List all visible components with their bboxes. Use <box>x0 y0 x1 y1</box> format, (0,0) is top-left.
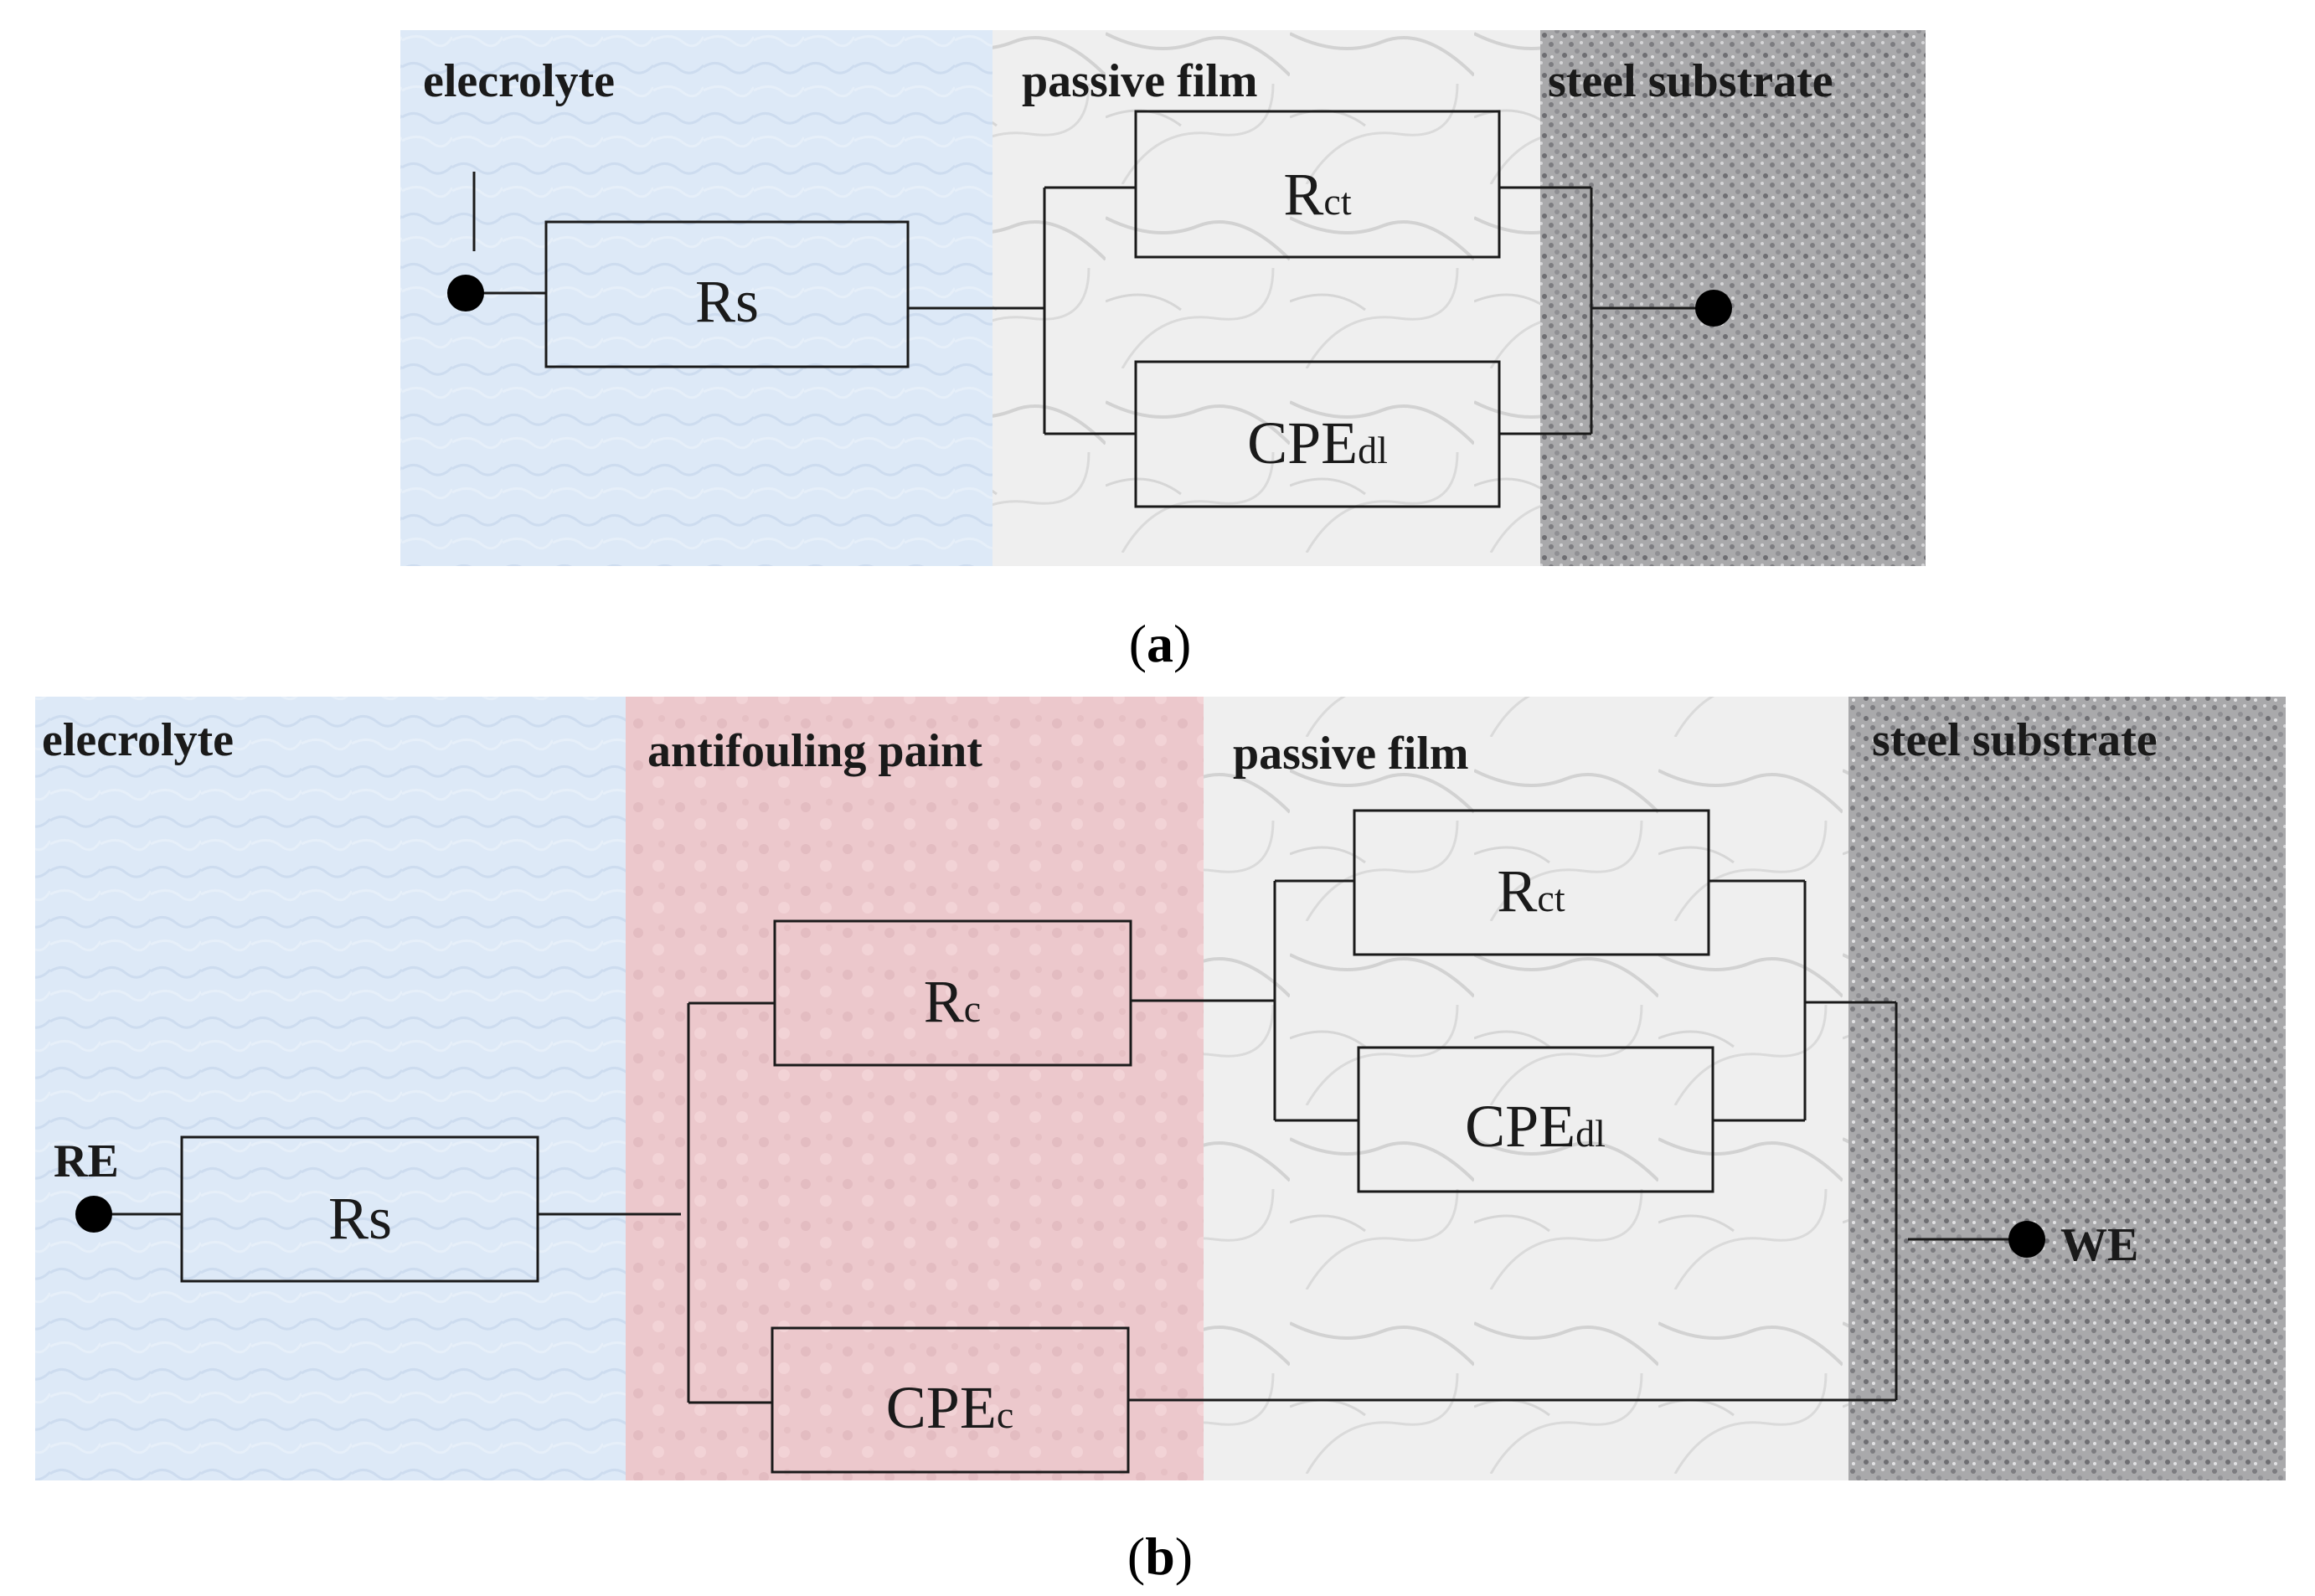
panel-b: elecrolyte antifouling paint passive fil… <box>35 697 2286 1586</box>
panel-b-rs-main: R <box>328 1185 369 1252</box>
svg-text:CPEdl: CPEdl <box>1247 409 1388 476</box>
panel-b-cpedl-sub: dl <box>1575 1112 1606 1155</box>
panel-b-we-label: WE <box>2060 1219 2138 1271</box>
panel-b-rct-sub: ct <box>1537 877 1565 919</box>
panel-b-cpec-main: CPE <box>886 1374 997 1441</box>
panel-b-cpedl-component: CPEdl <box>1357 1046 1714 1193</box>
panel-b-cpec-sub: c <box>997 1393 1013 1436</box>
panel-b-steel-substrate-region <box>1848 697 2286 1480</box>
svg-text:Rct: Rct <box>1497 857 1565 924</box>
svg-text:Rs: Rs <box>695 268 759 335</box>
panel-a-cpedl-sub: dl <box>1358 429 1388 471</box>
panel-a-steel-substrate-region <box>1540 30 1926 566</box>
panel-a-rct-sub: ct <box>1323 180 1351 223</box>
panel-b-we-node <box>2008 1221 2045 1258</box>
panel-b-passive-film-region <box>1204 697 1848 1480</box>
panel-b-re-label: RE <box>54 1135 119 1187</box>
svg-text:CPEdl: CPEdl <box>1465 1093 1606 1160</box>
panel-b-re-node <box>75 1196 112 1233</box>
panel-a-rs-component: Rs <box>544 220 910 368</box>
panel-a-rct-main: R <box>1283 161 1323 228</box>
panel-b-steel-substrate-label: steel substrate <box>1872 714 2158 766</box>
panel-a-rct-component: Rct <box>1134 110 1501 259</box>
panel-b-rs-component: Rs <box>180 1135 539 1283</box>
panel-b-rc-main: R <box>924 968 964 1035</box>
panel-b-caption: (b) <box>1127 1526 1193 1586</box>
svg-text:Rct: Rct <box>1283 161 1351 228</box>
panel-b-cpec-component: CPEc <box>771 1326 1130 1474</box>
panel-b-rct-main: R <box>1497 857 1537 924</box>
panel-a-electrolyte-label: elecrolyte <box>423 55 615 107</box>
panel-a-cpedl-component: CPEdl <box>1134 360 1501 508</box>
panel-a-steel-substrate-label: steel substrate <box>1548 55 1833 107</box>
panel-b-cpedl-main: CPE <box>1465 1093 1575 1160</box>
panel-a-rs-sub: s <box>735 268 759 335</box>
svg-text:Rs: Rs <box>328 1185 392 1252</box>
panel-a-passive-film-label: passive film <box>1022 55 1258 107</box>
panel-b-rs-sub: s <box>369 1185 392 1252</box>
panel-b-electrolyte-label: elecrolyte <box>42 714 234 766</box>
panel-a: elecrolyte passive film steel substrate … <box>400 30 1926 673</box>
panel-a-electrolyte-region <box>400 30 993 566</box>
panel-b-passive-film-label: passive film <box>1233 728 1469 780</box>
panel-a-rs-main: R <box>695 268 735 335</box>
panel-b-electrolyte-region <box>35 697 626 1480</box>
panel-b-antifouling-paint-region <box>626 697 1204 1480</box>
panel-a-left-terminal-node <box>447 275 484 311</box>
svg-text:CPEc: CPEc <box>886 1374 1013 1441</box>
panel-a-passive-film-region <box>993 30 1540 566</box>
panel-a-caption: (a) <box>1129 614 1192 673</box>
svg-text:Rc: Rc <box>924 968 981 1035</box>
panel-b-rc-component: Rc <box>773 919 1132 1067</box>
panel-b-rc-sub: c <box>964 987 981 1030</box>
panel-a-cpedl-main: CPE <box>1247 409 1358 476</box>
panel-b-rct-component: Rct <box>1353 809 1710 956</box>
panel-a-right-terminal-node <box>1695 290 1732 327</box>
panel-b-antifouling-paint-label: antifouling paint <box>647 725 982 777</box>
